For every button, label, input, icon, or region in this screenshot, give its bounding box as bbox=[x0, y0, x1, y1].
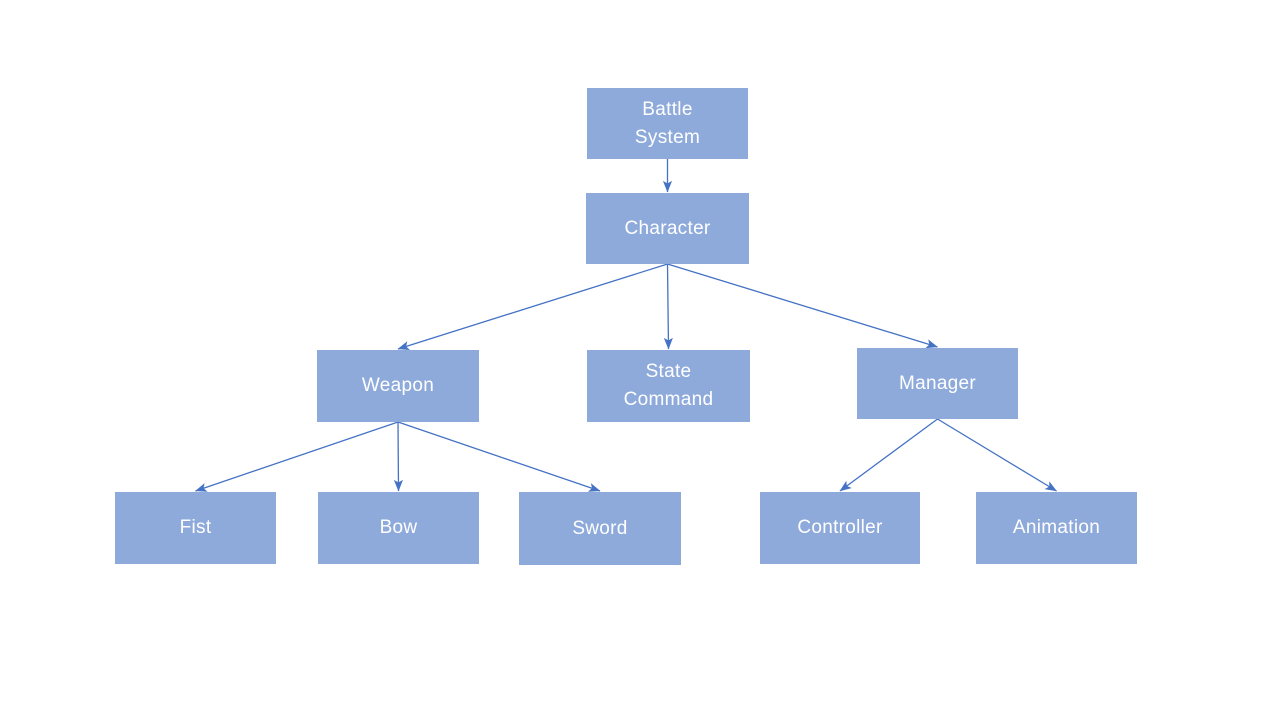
node-sword[interactable]: Sword bbox=[519, 492, 681, 565]
node-label: Battle System bbox=[634, 98, 701, 148]
node-label: Manager bbox=[898, 372, 977, 394]
node-animation[interactable]: Animation bbox=[976, 492, 1137, 564]
edge-character-to-weapon bbox=[397, 263, 668, 350]
node-label: Weapon bbox=[361, 375, 435, 396]
edge-manager-to-controller bbox=[839, 418, 938, 492]
node-label: Bow bbox=[379, 517, 418, 538]
node-weapon[interactable]: Weapon bbox=[317, 350, 479, 422]
node-label: State Command bbox=[623, 361, 714, 410]
edge-weapon-to-sword bbox=[397, 421, 601, 492]
node-label: Animation bbox=[1012, 517, 1101, 538]
node-controller[interactable]: Controller bbox=[760, 492, 920, 564]
node-state-command[interactable]: State Command bbox=[587, 350, 750, 422]
edge-manager-to-animation bbox=[937, 418, 1057, 492]
node-manager[interactable]: Manager bbox=[857, 348, 1018, 419]
node-label: Controller bbox=[797, 517, 883, 538]
node-bow[interactable]: Bow bbox=[318, 492, 479, 564]
edge-character-to-manager bbox=[667, 263, 938, 349]
node-label: Sword bbox=[572, 517, 628, 539]
node-label: Fist bbox=[179, 517, 212, 538]
node-fist[interactable]: Fist bbox=[115, 492, 276, 564]
node-label: Character bbox=[624, 217, 711, 239]
edge-weapon-to-bow bbox=[393, 421, 403, 492]
edge-character-to-state-command bbox=[663, 263, 673, 350]
node-battle-system[interactable]: Battle System bbox=[587, 88, 748, 159]
node-character[interactable]: Character bbox=[586, 193, 749, 264]
edge-weapon-to-fist bbox=[195, 421, 399, 492]
